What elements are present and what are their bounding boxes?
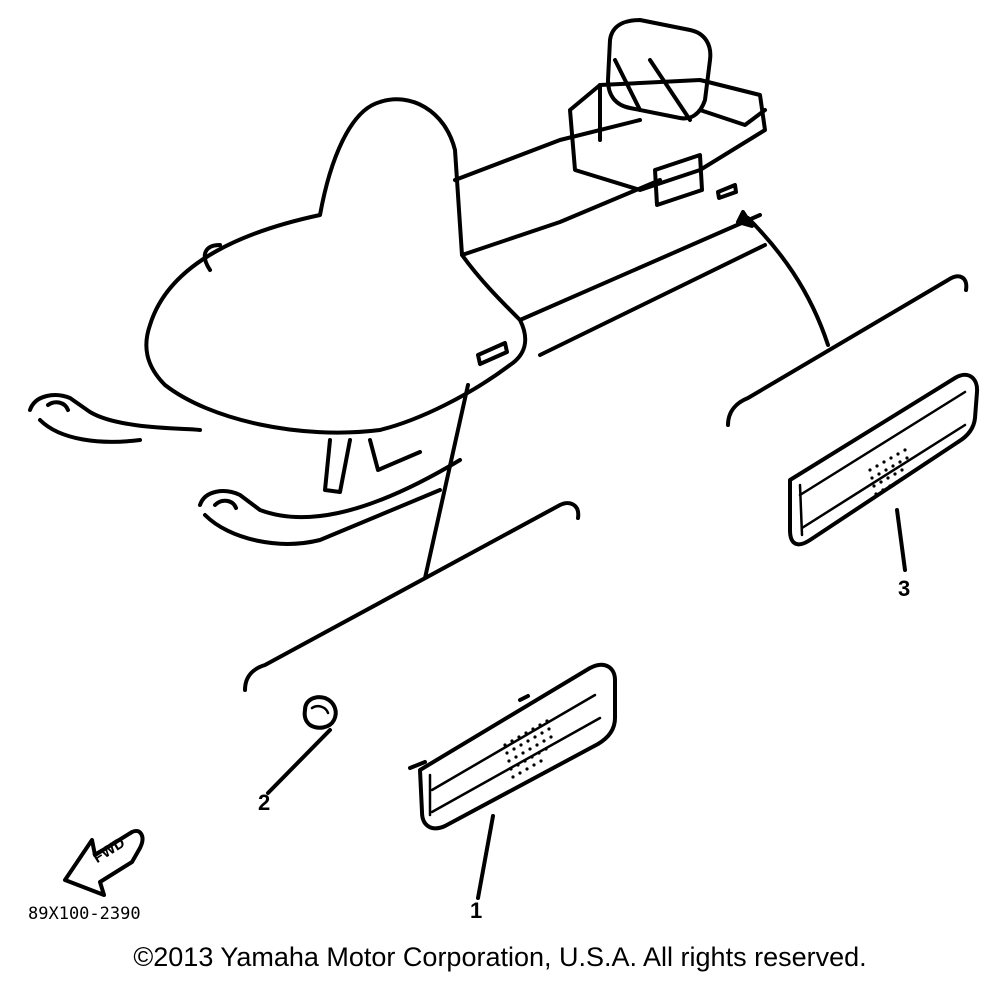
nut-part-2 <box>302 695 338 730</box>
forward-arrow-icon <box>63 829 145 897</box>
leader-lines <box>266 210 907 900</box>
callout-3: 3 <box>898 576 911 601</box>
callout-2: 2 <box>258 790 271 815</box>
callout-1: 1 <box>470 898 483 923</box>
copyright-notice: ©2013 Yamaha Motor Corporation, U.S.A. A… <box>133 942 867 972</box>
figure-code: 89X100-2390 <box>28 904 141 924</box>
mounting-surface-lines <box>243 274 969 692</box>
reflector-part-1 <box>408 662 617 831</box>
snowmobile-outline <box>28 18 767 546</box>
reflector-part-3 <box>788 372 980 547</box>
